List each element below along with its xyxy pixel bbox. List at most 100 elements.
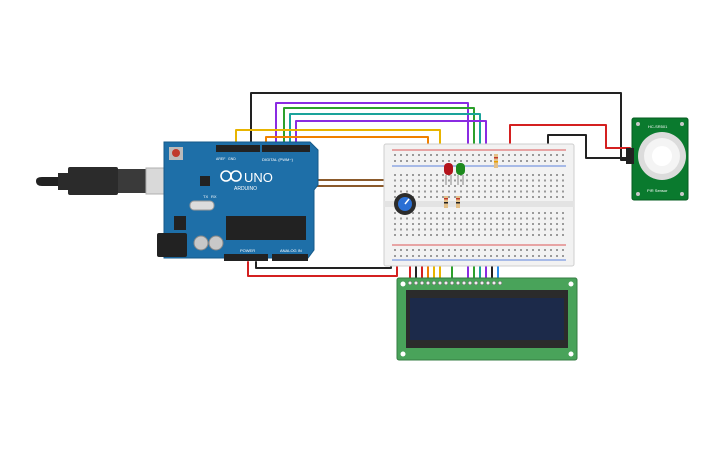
breadboard-hole (454, 179, 456, 182)
breadboard-hole (472, 234, 474, 236)
breadboard-hole (532, 196, 534, 198)
lcd-pin (497, 280, 503, 286)
breadboard-hole (538, 154, 540, 156)
breadboard-hole (490, 174, 492, 176)
resistor-icon[interactable] (444, 196, 448, 208)
breadboard-hole (544, 223, 546, 225)
breadboard-hole (454, 255, 456, 257)
breadboard-hole (460, 255, 462, 257)
breadboard-hole (478, 249, 480, 251)
breadboard-hole (508, 196, 510, 198)
atmega-chip (226, 216, 306, 240)
breadboard-hole (526, 249, 528, 251)
breadboard-hole (448, 223, 450, 225)
breadboard-hole (532, 255, 534, 257)
lcd-16x2[interactable] (396, 277, 578, 361)
breadboard-hole (550, 154, 552, 156)
breadboard-hole (490, 179, 492, 182)
breadboard-hole (406, 228, 408, 231)
breadboard-hole (466, 228, 468, 231)
breadboard-hole (556, 160, 558, 162)
breadboard-hole (448, 212, 450, 214)
breadboard-hole (538, 174, 540, 176)
arduino-uno-board[interactable]: UNO ARDUINO DIGITAL (PWM~) POWER ANALOG … (157, 141, 319, 261)
breadboard-hole (484, 223, 486, 225)
breadboard-hole (478, 179, 480, 182)
breadboard-hole (394, 185, 396, 187)
breadboard-hole (442, 179, 444, 182)
breadboard-hole (496, 223, 498, 225)
breadboard-hole (550, 223, 552, 225)
breadboard-hole (484, 249, 486, 251)
breadboard-hole (502, 196, 504, 198)
breadboard-hole (508, 154, 510, 156)
breadboard-hole (550, 190, 552, 193)
breadboard-hole (418, 185, 420, 187)
breadboard-hole (502, 160, 504, 162)
breadboard-hole (442, 160, 444, 162)
breadboard-hole (394, 174, 396, 176)
breadboard-hole (400, 234, 402, 236)
breadboard-hole (442, 174, 444, 176)
breadboard-hole (442, 185, 444, 187)
breadboard-hole (478, 223, 480, 225)
wire-red-pir-vcc[interactable] (509, 124, 631, 156)
breadboard-hole (430, 217, 432, 220)
breadboard-hole (466, 212, 468, 214)
breadboard-hole (520, 179, 522, 182)
breadboard-hole (520, 196, 522, 198)
breadboard[interactable] (383, 143, 575, 267)
breadboard-hole (436, 160, 438, 162)
breadboard-hole (400, 228, 402, 231)
breadboard-hole (526, 185, 528, 187)
breadboard-hole (406, 160, 408, 162)
breadboard-hole (418, 179, 420, 182)
lcd-pin (461, 280, 467, 286)
breadboard-hole (400, 190, 402, 193)
breadboard-hole (502, 249, 504, 251)
breadboard-hole (418, 190, 420, 193)
breadboard-hole (406, 234, 408, 236)
breadboard-hole (562, 212, 564, 214)
breadboard-hole (472, 255, 474, 257)
digital-header-right (262, 145, 310, 152)
breadboard-hole (544, 228, 546, 231)
breadboard-hole (478, 154, 480, 156)
breadboard-hole (538, 217, 540, 220)
resistor-icon[interactable] (456, 196, 460, 208)
breadboard-hole (550, 249, 552, 251)
breadboard-hole (418, 228, 420, 231)
breadboard-hole (472, 196, 474, 198)
breadboard-hole (436, 234, 438, 236)
breadboard-hole (532, 154, 534, 156)
breadboard-hole (430, 223, 432, 225)
led-red-icon[interactable] (444, 163, 453, 185)
lcd-pin (413, 280, 419, 286)
breadboard-hole (400, 255, 402, 257)
breadboard-hole (484, 154, 486, 156)
breadboard-hole (532, 160, 534, 162)
breadboard-hole (436, 190, 438, 193)
breadboard-hole (436, 196, 438, 198)
breadboard-hole (520, 234, 522, 236)
pir-sensor[interactable]: HC-SR501 PIR Sensor (626, 117, 689, 201)
breadboard-hole (514, 154, 516, 156)
breadboard-hole (442, 228, 444, 231)
breadboard-hole (514, 196, 516, 198)
pir-bottom-label: PIR Sensor (647, 188, 668, 193)
breadboard-hole (520, 217, 522, 220)
led-green-icon[interactable] (456, 163, 465, 185)
breadboard-hole (508, 217, 510, 220)
usb-cable-icon (36, 167, 169, 195)
breadboard-hole (544, 160, 546, 162)
breadboard-hole (484, 190, 486, 193)
wire-black-pir-gnd[interactable] (250, 92, 631, 161)
breadboard-hole (502, 228, 504, 231)
resistor-icon[interactable] (494, 154, 498, 168)
wire-black-pir-out[interactable] (547, 134, 631, 159)
breadboard-hole (484, 196, 486, 198)
potentiometer-knob-icon[interactable] (394, 193, 416, 215)
breadboard-hole (526, 255, 528, 257)
breadboard-hole (412, 249, 414, 251)
pir-top-label: HC-SR501 (648, 124, 668, 129)
